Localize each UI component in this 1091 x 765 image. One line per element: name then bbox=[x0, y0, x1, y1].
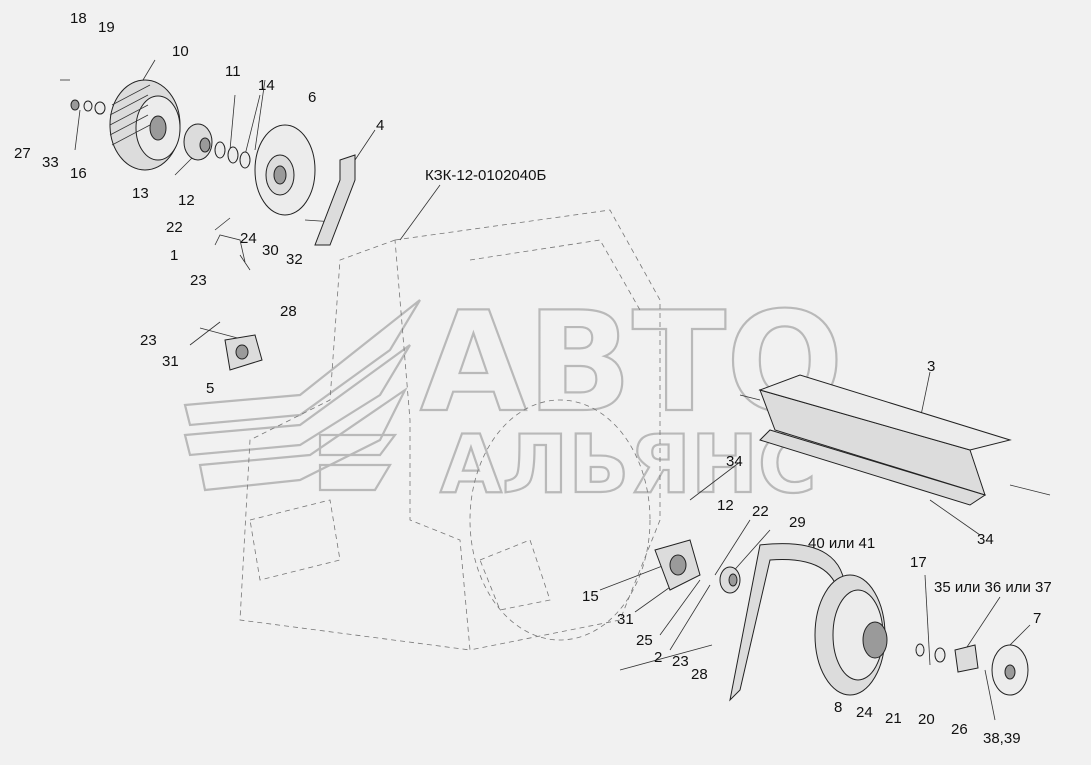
callout-label: 12 bbox=[178, 192, 195, 209]
callout-label: 35 или 36 или 37 bbox=[934, 579, 1052, 596]
callout-label: 28 bbox=[691, 666, 708, 683]
watermark-emblem bbox=[183, 299, 421, 492]
leader-lines bbox=[74, 59, 1031, 721]
callout-label: 14 bbox=[258, 77, 275, 94]
shaft-part-3 bbox=[739, 374, 1051, 506]
callout-label: 16 bbox=[70, 165, 87, 182]
callout-label: 4 bbox=[376, 117, 384, 134]
callout-label: 30 bbox=[262, 242, 279, 259]
callout-label: 12 bbox=[717, 497, 734, 514]
callout-label: 23 bbox=[672, 653, 689, 670]
callout-label: 34 bbox=[726, 453, 743, 470]
pipe-part-1 bbox=[214, 234, 246, 263]
plate-part-5 bbox=[224, 334, 263, 371]
callout-label: 7 bbox=[1033, 610, 1041, 627]
callout-label: 17 bbox=[910, 554, 927, 571]
callout-label: 13 bbox=[132, 185, 149, 202]
washers-part-20-21 bbox=[915, 643, 946, 663]
callout-label: 2 bbox=[654, 649, 662, 666]
pulley-part-8 bbox=[814, 574, 888, 696]
flange-part-15 bbox=[654, 539, 701, 591]
cover-part-7 bbox=[991, 644, 1029, 696]
callout-label: 40 или 41 bbox=[808, 535, 875, 552]
callout-label: 26 bbox=[951, 721, 968, 738]
callout-label: 21 bbox=[885, 710, 902, 727]
callout-label: 23 bbox=[140, 332, 157, 349]
callout-label: 6 bbox=[308, 89, 316, 106]
callout-label: 24 bbox=[856, 704, 873, 721]
callout-label: 8 bbox=[834, 699, 842, 716]
rings-part-11 bbox=[214, 141, 251, 169]
callout-label: 31 bbox=[617, 611, 634, 628]
watermark-line2: АЛЬЯНС bbox=[440, 418, 817, 511]
sleeve-part-35 bbox=[954, 644, 979, 673]
callout-label: 3 bbox=[927, 358, 935, 375]
washers-top-left bbox=[60, 79, 106, 115]
callout-label: 18 bbox=[70, 10, 87, 27]
callout-label: 25 bbox=[636, 632, 653, 649]
callout-label: 15 bbox=[582, 588, 599, 605]
callout-label: 1 bbox=[170, 247, 178, 264]
callout-label: 22 bbox=[166, 219, 183, 236]
callout-label: 27 bbox=[14, 145, 31, 162]
callout-label: 22 bbox=[752, 503, 769, 520]
callout-label: 28 bbox=[280, 303, 297, 320]
callout-label: 29 bbox=[789, 514, 806, 531]
callout-label: 11 bbox=[225, 63, 241, 80]
frame-housing bbox=[239, 209, 661, 651]
callout-label: 24 bbox=[240, 230, 257, 247]
callout-label: 34 bbox=[977, 531, 994, 548]
callout-label: 10 bbox=[172, 43, 189, 60]
callout-label: 19 bbox=[98, 19, 115, 36]
bracket-part-4 bbox=[314, 154, 356, 246]
callout-label: 32 bbox=[286, 251, 303, 268]
callout-label: 20 bbox=[918, 711, 935, 728]
callout-label: 38,39 bbox=[983, 730, 1021, 747]
callout-label: 33 bbox=[42, 154, 59, 171]
assembly-code-label: КЗК-12-0102040Б bbox=[425, 167, 546, 184]
pulley-part-10 bbox=[109, 79, 181, 171]
hub-part-13 bbox=[183, 123, 213, 161]
bearing-part-29 bbox=[719, 566, 741, 594]
disc-part-6 bbox=[254, 124, 316, 216]
watermark-logo: АВТО АЛЬЯНС bbox=[183, 281, 845, 512]
callout-label: 5 bbox=[206, 380, 214, 397]
callout-label: 23 bbox=[190, 272, 207, 289]
callout-label: 31 bbox=[162, 353, 179, 370]
